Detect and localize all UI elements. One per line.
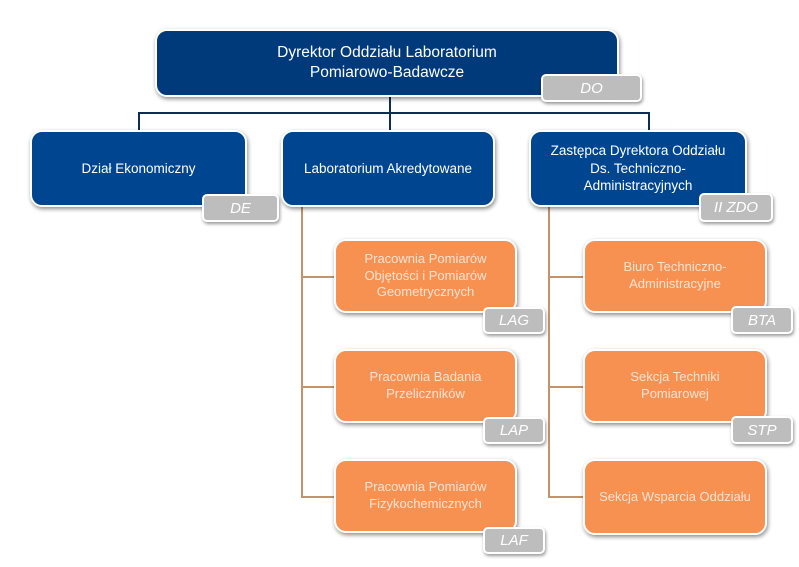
node-laf-label-line2: Fizykochemicznych xyxy=(369,496,482,511)
connector-to-la xyxy=(389,112,391,131)
node-zdo-label-line3: Administracyjnych xyxy=(583,178,693,194)
node-bta-label-line1: Biuro Techniczno- xyxy=(623,259,727,275)
connector-admin-swo xyxy=(548,496,584,498)
node-bta[interactable]: Biuro Techniczno- Administracyjne xyxy=(583,239,767,313)
connector-lab-lag xyxy=(301,276,335,278)
node-lag-label-line2: Objętości i Pomiarów xyxy=(364,267,487,283)
node-de-label: Dział Ekonomiczny xyxy=(81,160,196,176)
node-lap[interactable]: Pracownia Badania Przeliczników xyxy=(334,349,517,423)
badge-stp: STP xyxy=(731,416,793,444)
badge-laf: LAF xyxy=(483,527,545,554)
node-zdo-label-line2: Ds. Techniczno- xyxy=(590,160,686,176)
node-lag-label-line3: Geometrycznych xyxy=(376,284,475,300)
connector-root-down xyxy=(389,96,391,114)
node-lap-label-line2: Przeliczników xyxy=(386,386,465,401)
node-lag[interactable]: Pracownia Pomiarów Objętości i Pomiarów … xyxy=(334,239,517,313)
node-root-label-line1: Dyrektor Oddziału Laboratorium xyxy=(277,43,497,61)
connector-admin-bta xyxy=(548,276,584,278)
node-zdo-label-line1: Zastępca Dyrektora Oddziału xyxy=(550,143,726,159)
node-swo-label: Sekcja Wsparcia Oddziału xyxy=(599,488,751,504)
connector-lab-laf xyxy=(301,496,335,498)
node-laboratorium-akredytowane[interactable]: Laboratorium Akredytowane xyxy=(281,130,495,207)
node-laf-label-line1: Pracownia Pomiarów xyxy=(364,479,487,495)
node-la-label: Laboratorium Akredytowane xyxy=(303,160,473,176)
node-sekcja-wsparcia[interactable]: Sekcja Wsparcia Oddziału xyxy=(583,459,767,535)
badge-lap: LAP xyxy=(483,417,545,444)
node-stp-label-line2: Pomiarowej xyxy=(641,386,709,401)
connector-level1-horizontal xyxy=(138,112,650,114)
connector-admin-vertical xyxy=(548,206,550,498)
badge-bta: BTA xyxy=(731,306,793,334)
badge-ii-zdo: II ZDO xyxy=(699,193,773,222)
node-root-label-line2: Pomiarowo-Badawcze xyxy=(309,64,465,81)
node-bta-label-line2: Administracyjne xyxy=(629,276,721,291)
connector-lab-lap xyxy=(301,386,335,388)
connector-lab-vertical xyxy=(301,206,303,498)
connector-admin-stp xyxy=(548,386,584,388)
badge-do: DO xyxy=(541,74,642,102)
badge-de: DE xyxy=(202,194,279,222)
badge-lag: LAG xyxy=(483,307,545,334)
node-lag-label-line1: Pracownia Pomiarów xyxy=(364,250,487,266)
node-stp-label-line1: Sekcja Techniki xyxy=(630,369,720,385)
connector-to-de xyxy=(138,112,140,131)
node-laf[interactable]: Pracownia Pomiarów Fizykochemicznych xyxy=(334,459,517,533)
node-dzial-ekonomiczny[interactable]: Dział Ekonomiczny xyxy=(30,130,247,207)
node-lap-label-line1: Pracownia Badania xyxy=(369,369,482,385)
connector-to-zdo xyxy=(648,112,650,131)
node-stp[interactable]: Sekcja Techniki Pomiarowej xyxy=(583,349,767,423)
